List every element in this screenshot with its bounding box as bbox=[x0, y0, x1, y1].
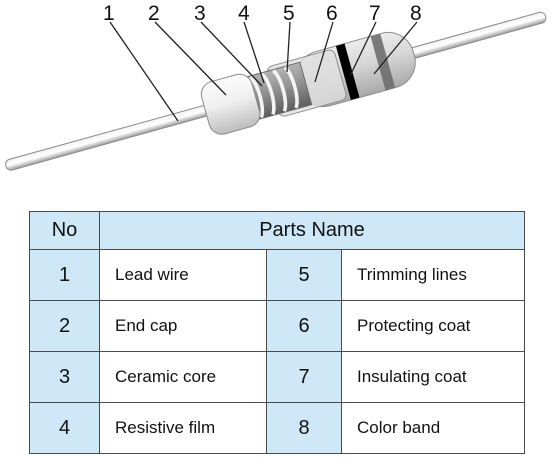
table-header-row: No Parts Name bbox=[29, 211, 525, 250]
end-cap bbox=[200, 73, 261, 135]
row-number-left: 1 bbox=[29, 249, 100, 301]
part-name-right: Insulating coat bbox=[341, 351, 525, 403]
part-name-right: Color band bbox=[341, 402, 525, 454]
part-name-left: Resistive film bbox=[99, 402, 267, 454]
callout-2: 2 bbox=[148, 2, 160, 25]
leader-line-4 bbox=[243, 21, 265, 84]
part-name-left: Lead wire bbox=[99, 249, 267, 301]
row-number-right: 5 bbox=[266, 249, 342, 301]
leader-line-7 bbox=[349, 21, 377, 77]
part-name-left: Ceramic core bbox=[99, 351, 267, 403]
callout-5: 5 bbox=[283, 2, 295, 25]
part-name-right: Trimming lines bbox=[341, 249, 525, 301]
row-number-left: 3 bbox=[29, 351, 100, 403]
leader-line-5 bbox=[286, 21, 291, 73]
callout-6: 6 bbox=[326, 2, 338, 25]
table-row: 4 Resistive film 8 Color band bbox=[29, 402, 525, 454]
color-band-black bbox=[335, 43, 360, 100]
callout-8: 8 bbox=[410, 2, 422, 25]
part-name-left: End cap bbox=[99, 300, 267, 352]
leader-line-3 bbox=[200, 21, 263, 87]
callout-4: 4 bbox=[238, 2, 250, 25]
color-band-gray bbox=[370, 33, 396, 91]
row-number-right: 6 bbox=[266, 300, 342, 352]
leader-line-2 bbox=[154, 21, 227, 96]
callout-3: 3 bbox=[194, 2, 206, 25]
table-row: 3 Ceramic core 7 Insulating coat bbox=[29, 351, 525, 403]
leader-line-8 bbox=[373, 21, 418, 75]
callout-7: 7 bbox=[369, 2, 381, 25]
resistor-diagram: 1 2 3 4 5 6 7 8 bbox=[5, 2, 547, 171]
table-row: 1 Lead wire 5 Trimming lines bbox=[29, 249, 525, 301]
header-parts-name: Parts Name bbox=[99, 211, 525, 250]
leader-line-1 bbox=[109, 21, 179, 122]
row-number-left: 2 bbox=[29, 300, 100, 352]
row-number-left: 4 bbox=[29, 402, 100, 454]
parts-table: No Parts Name 1 Lead wire 5 Trimming lin… bbox=[29, 211, 525, 454]
trimming-lines bbox=[248, 66, 299, 119]
header-no: No bbox=[29, 211, 100, 250]
table-row: 2 End cap 6 Protecting coat bbox=[29, 300, 525, 352]
row-number-right: 7 bbox=[266, 351, 342, 403]
leader-line-6 bbox=[314, 21, 334, 83]
part-name-right: Protecting coat bbox=[341, 300, 525, 352]
row-number-right: 8 bbox=[266, 402, 342, 454]
callout-1: 1 bbox=[103, 2, 115, 25]
